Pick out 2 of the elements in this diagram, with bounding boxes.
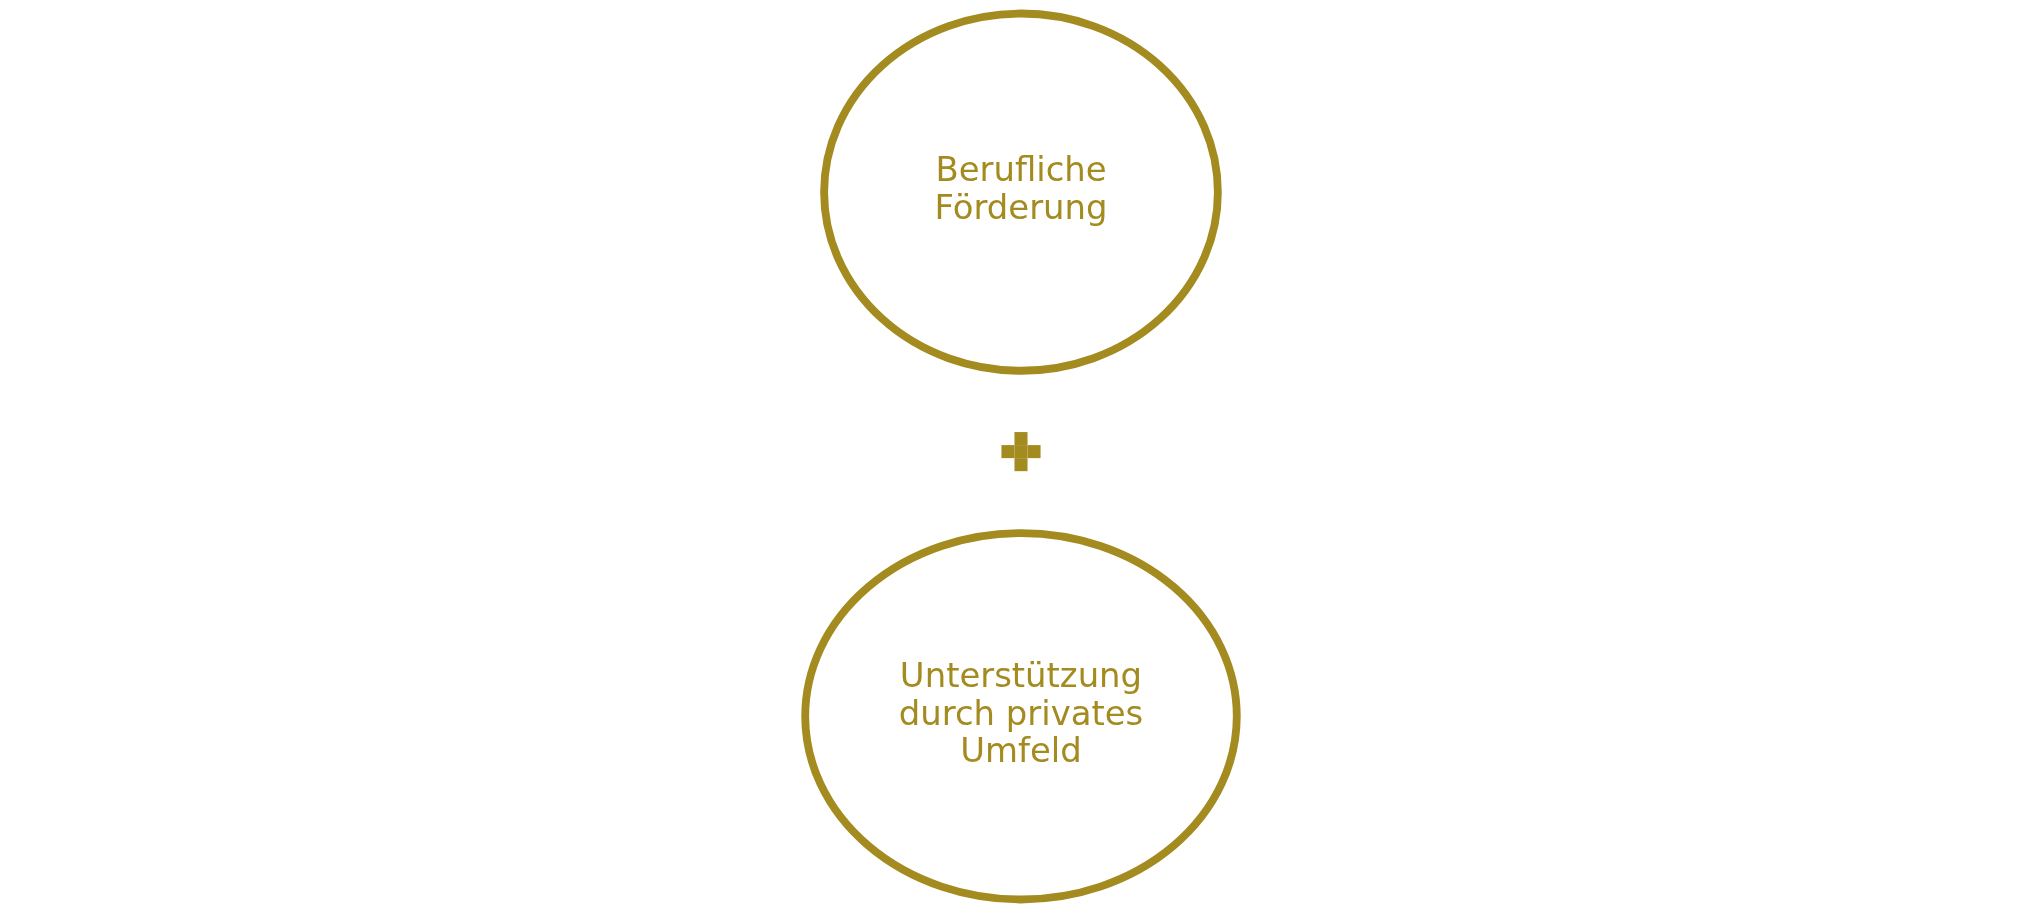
node-ellipse: Unterstützung durch privates Umfeld xyxy=(800,529,1241,904)
node-circle: Berufliche Förderung xyxy=(819,9,1222,375)
